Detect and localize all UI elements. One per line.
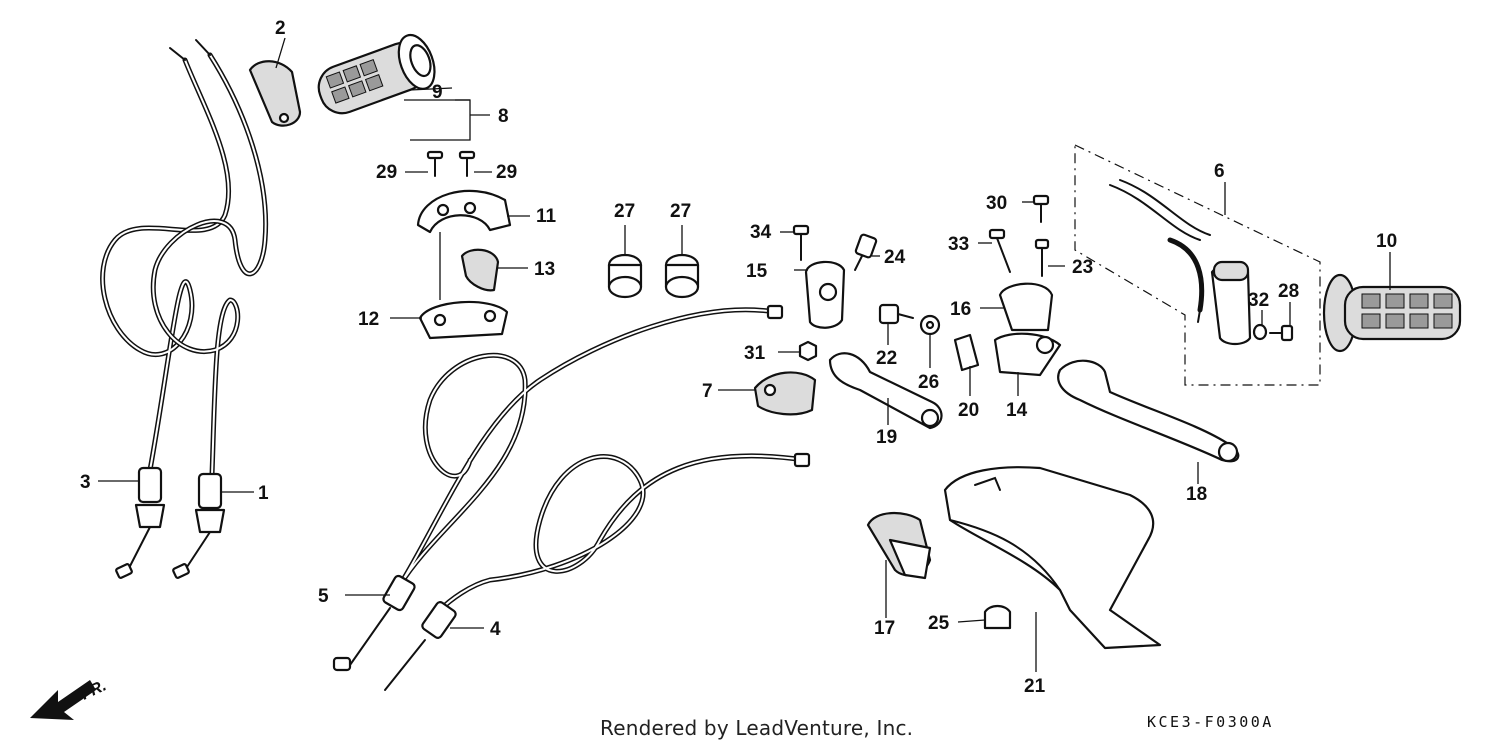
callout-29-right: 29 (496, 162, 517, 183)
nut-31[interactable] (798, 340, 818, 362)
cable-4[interactable] (384, 452, 811, 691)
throttle-cover-2[interactable] (248, 60, 302, 127)
screw-28[interactable] (1269, 324, 1294, 342)
switch-assembly-6[interactable] (1109, 179, 1252, 346)
callout-4: 4 (490, 619, 501, 640)
callout-13: 13 (534, 259, 555, 280)
callout-6: 6 (1214, 161, 1225, 182)
callout-5: 5 (318, 586, 329, 607)
callout-10: 10 (1376, 231, 1397, 252)
callout-27-right: 27 (670, 201, 691, 222)
callout-23: 23 (1072, 257, 1093, 278)
grip-10-pattern (1361, 293, 1453, 329)
callouts: 2 9 8 29 29 11 13 12 27 27 34 24 15 31 7… (80, 18, 1397, 697)
front-direction-arrow: FR. (30, 677, 109, 720)
pin-24[interactable] (854, 233, 878, 271)
washer-32[interactable] (1252, 323, 1268, 341)
callout-1: 1 (258, 483, 269, 504)
callout-20: 20 (958, 400, 979, 421)
nut-25[interactable] (983, 604, 1012, 630)
callout-17: 17 (874, 618, 895, 639)
callout-12: 12 (358, 309, 379, 330)
lever-holder-lower-14[interactable] (993, 332, 1062, 377)
switch-assembly-6-box (1074, 144, 1321, 386)
callout-11: 11 (536, 206, 557, 227)
callout-21: 21 (1024, 676, 1046, 697)
callout-33: 33 (948, 234, 969, 255)
screw-29-right[interactable] (458, 150, 476, 177)
callout-7: 7 (702, 381, 713, 402)
throttle-housing-upper-11[interactable] (416, 189, 512, 234)
lever-holder-upper-16[interactable] (998, 282, 1054, 332)
washer-26[interactable] (919, 314, 941, 336)
callout-15: 15 (746, 261, 768, 282)
throttle-pulley-13[interactable] (460, 248, 500, 292)
bolt-23[interactable] (1034, 238, 1050, 277)
lever-19[interactable] (828, 352, 943, 430)
leader-lines (98, 37, 1391, 672)
bracket-20[interactable] (953, 333, 980, 372)
cap-7[interactable] (753, 371, 817, 416)
callout-16: 16 (950, 299, 971, 320)
render-credit: Rendered by LeadVenture, Inc. (600, 716, 914, 740)
throttle-cable-1[interactable] (150, 39, 269, 579)
callout-27-left: 27 (614, 201, 635, 222)
callout-26: 26 (918, 372, 939, 393)
callout-9: 9 (432, 82, 443, 103)
callout-3: 3 (80, 472, 91, 493)
callout-28: 28 (1278, 281, 1299, 302)
lever-holder-15[interactable] (804, 260, 846, 329)
callout-14: 14 (1006, 400, 1028, 421)
cable-5[interactable] (332, 304, 784, 672)
callout-24: 24 (884, 247, 906, 268)
bolt-34[interactable] (792, 224, 810, 261)
bolt-30[interactable] (1032, 194, 1050, 223)
band-27-right[interactable] (664, 253, 700, 299)
handguard-bracket-17[interactable] (866, 511, 932, 580)
callout-31: 31 (744, 343, 766, 364)
throttle-grip-9[interactable] (311, 30, 441, 123)
throttle-cable-3[interactable] (100, 47, 232, 579)
grip-10[interactable] (1322, 273, 1462, 353)
lever-18[interactable] (1057, 359, 1240, 463)
throttle-housing-lower-12[interactable] (418, 300, 509, 340)
callout-34: 34 (750, 222, 772, 243)
callout-30: 30 (986, 193, 1007, 214)
drawing-code: KCE3-F0300A (1147, 713, 1274, 731)
callout-32: 32 (1248, 290, 1269, 311)
screw-29-left[interactable] (426, 150, 444, 177)
callout-8: 8 (498, 106, 509, 127)
handguard-21[interactable] (943, 466, 1162, 650)
callout-22: 22 (876, 348, 897, 369)
callout-2: 2 (275, 18, 286, 39)
grip-9-pattern (325, 59, 384, 104)
direction-label: FR. (79, 677, 110, 703)
callout-19: 19 (876, 427, 897, 448)
bolt-22[interactable] (878, 303, 914, 325)
callout-18: 18 (1186, 484, 1207, 505)
band-27-left[interactable] (607, 253, 643, 299)
callout-29-left: 29 (376, 162, 397, 183)
callout-25: 25 (928, 613, 950, 634)
bolt-33[interactable] (988, 228, 1011, 273)
